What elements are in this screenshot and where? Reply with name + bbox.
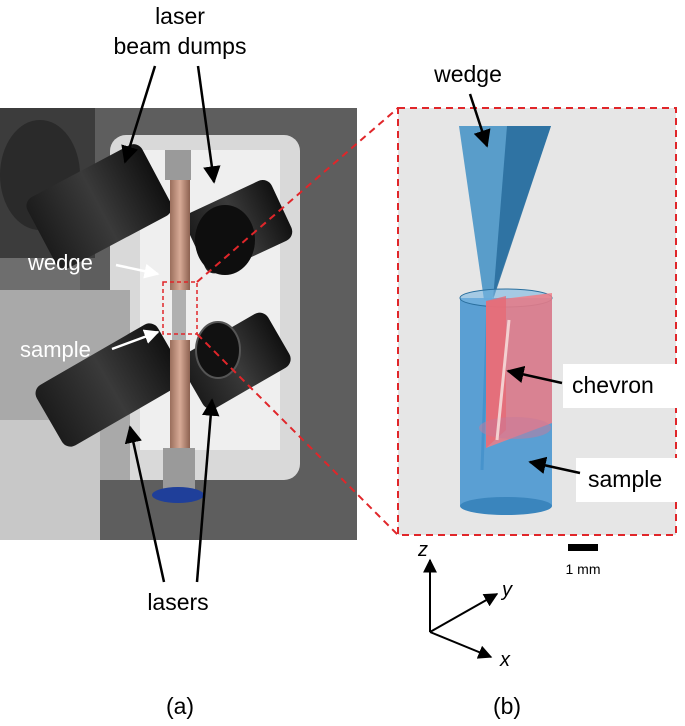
zoom-connector-top bbox=[196, 107, 399, 283]
axis-label-z: z bbox=[417, 539, 428, 561]
axis-label-x: x bbox=[499, 649, 511, 671]
photo bbox=[0, 108, 357, 540]
label-wedge-diagram: wedge bbox=[433, 61, 502, 87]
panel-b: wedge chevron sample 1 mm z y x (b) bbox=[397, 61, 677, 719]
arrow-wedge-diagram bbox=[468, 93, 491, 148]
chevron-region bbox=[479, 293, 552, 448]
arrow-chevron bbox=[506, 365, 563, 385]
label-sample-photo: sample bbox=[20, 337, 91, 362]
label-laser-beam-dumps-line1: laser bbox=[155, 3, 205, 29]
label-wedge-photo: wedge bbox=[27, 250, 93, 275]
label-laser-beam-dumps-line2: beam dumps bbox=[114, 33, 247, 59]
arrow-beam-dump-left bbox=[121, 65, 157, 164]
scale-bar bbox=[568, 544, 598, 551]
panel-a: laser beam dumps wedge sample lasers (a) bbox=[0, 3, 357, 719]
arrow-beam-dump-right bbox=[196, 65, 221, 184]
sample-label-box bbox=[576, 458, 677, 502]
arrow-sample-diagram bbox=[528, 456, 581, 475]
arrow-laser-right bbox=[195, 398, 220, 583]
scale-bar-label: 1 mm bbox=[566, 561, 601, 577]
coordinate-axes: z y x bbox=[417, 539, 513, 671]
axis-label-y: y bbox=[500, 579, 513, 601]
arrow-sample-photo bbox=[111, 329, 160, 351]
arrow-wedge-photo bbox=[115, 263, 160, 279]
chevron-label-box bbox=[563, 364, 677, 408]
caption-b: (b) bbox=[493, 693, 521, 719]
caption-a: (a) bbox=[166, 693, 194, 719]
label-chevron: chevron bbox=[572, 372, 654, 398]
arrow-laser-left bbox=[124, 425, 166, 583]
label-sample-diagram: sample bbox=[588, 466, 662, 492]
label-lasers: lasers bbox=[147, 589, 208, 615]
